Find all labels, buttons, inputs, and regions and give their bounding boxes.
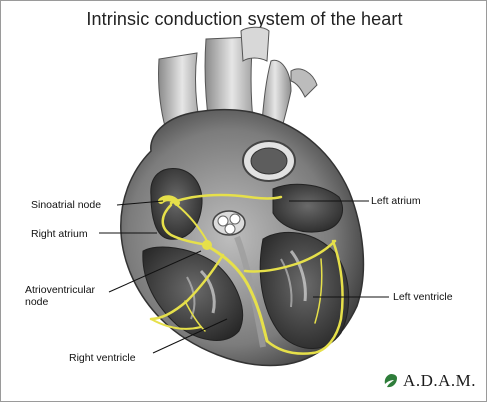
brand-name: A.D.A.M. (403, 371, 476, 390)
label-left-atrium: Left atrium (371, 195, 421, 207)
leader-lines (99, 200, 389, 354)
label-right-ventricle: Right ventricle (69, 352, 136, 364)
leaf-icon (384, 374, 398, 388)
valve-rings (212, 140, 296, 236)
heart-chambers (142, 167, 350, 350)
label-atrioventricular-node: Atrioventricular node (25, 284, 96, 308)
figure-title: Intrinsic conduction system of the heart (86, 9, 403, 29)
adam-logo: A.D.A.M. (382, 371, 476, 391)
label-left-ventricle: Left ventricle (393, 291, 453, 303)
label-right-atrium: Right atrium (31, 228, 88, 240)
label-sinoatrial-node: Sinoatrial node (31, 199, 102, 211)
conduction-pathways (149, 193, 344, 355)
